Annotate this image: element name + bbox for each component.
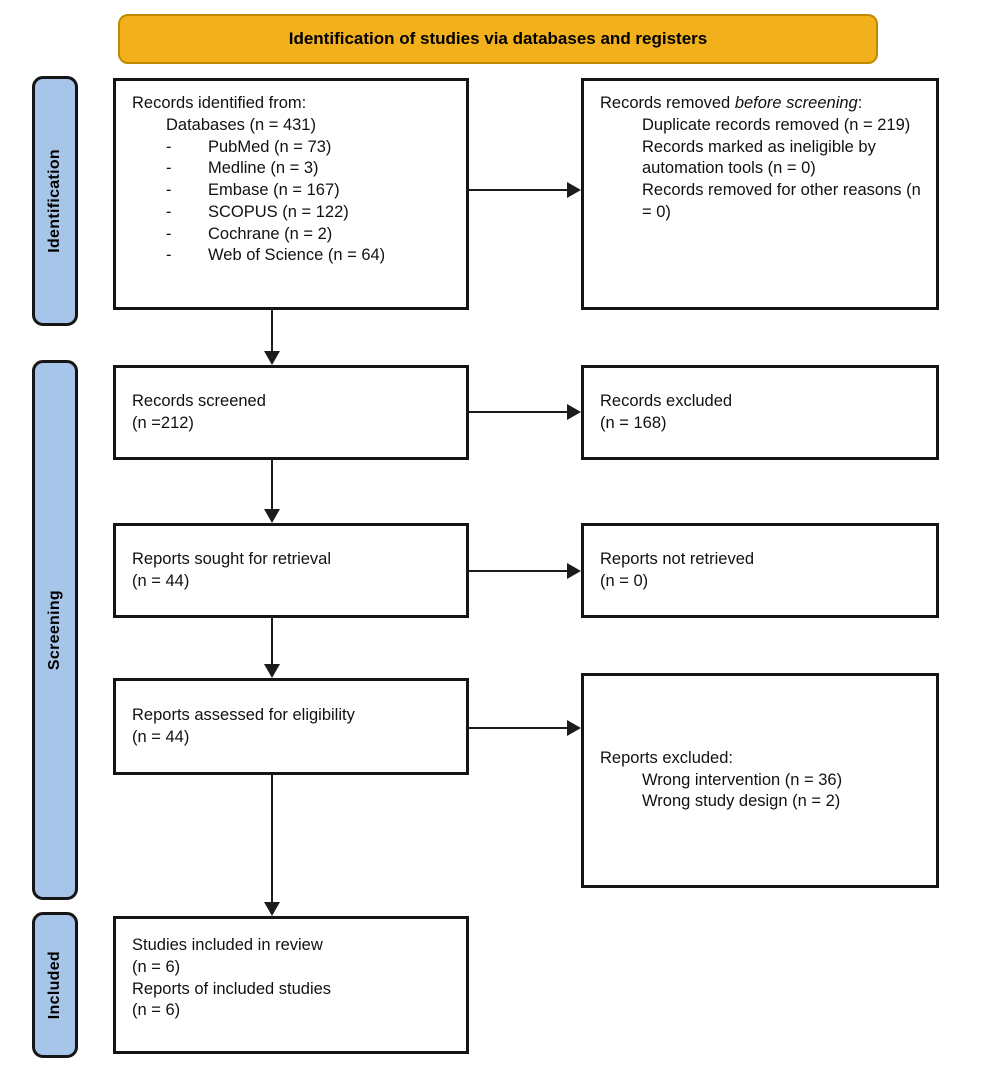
records-removed-title-suffix: : xyxy=(857,94,863,112)
db-embase: Embase (n = 167) xyxy=(208,181,340,200)
records-identified-title: Records identified from: xyxy=(132,94,307,112)
box-records-identified: Records identified from: Databases (n = … xyxy=(113,78,469,310)
reports-assessed-line2: (n = 44) xyxy=(132,727,190,746)
db-pubmed: PubMed (n = 73) xyxy=(208,137,332,156)
box-reports-sought: Reports sought for retrieval (n = 44) xyxy=(113,523,469,618)
reports-assessed-line1: Reports assessed for eligibility xyxy=(132,705,355,724)
db-cochrane: Cochrane (n = 2) xyxy=(208,224,333,243)
reports-not-retrieved-line1: Reports not retrieved xyxy=(600,549,755,568)
records-excluded-line1: Records excluded xyxy=(600,391,733,410)
box-studies-included: Studies included in review (n = 6) Repor… xyxy=(113,916,469,1054)
reports-sought-line2: (n = 44) xyxy=(132,571,190,590)
removed-automation: Records marked as ineligible by automati… xyxy=(642,137,876,178)
list-item: - Embase (n = 167) xyxy=(166,180,456,202)
arrow-identified-to-removed xyxy=(469,182,581,198)
records-screened-line2: (n =212) xyxy=(132,413,194,432)
banner-identification-via-databases: Identification of studies via databases … xyxy=(118,14,878,64)
dash-bullet: - xyxy=(166,202,172,221)
box-records-excluded: Records excluded (n = 168) xyxy=(581,365,939,460)
removed-other: Records removed for other reasons (n = 0… xyxy=(642,181,921,221)
box-records-removed-before-screening: Records removed before screening: Duplic… xyxy=(581,78,939,310)
included-line3: Reports of included studies xyxy=(132,979,332,998)
list-item: - SCOPUS (n = 122) xyxy=(166,202,456,224)
records-excluded-line2: (n = 168) xyxy=(600,413,667,432)
dash-bullet: - xyxy=(166,137,172,156)
arrow-sought-to-assessed xyxy=(264,618,280,678)
removed-duplicates: Duplicate records removed (n = 219) xyxy=(642,115,911,134)
box-reports-excluded: Reports excluded: Wrong intervention (n … xyxy=(581,673,939,888)
included-line1: Studies included in review xyxy=(132,936,323,954)
arrow-identified-to-screened xyxy=(264,310,280,365)
box-reports-not-retrieved: Reports not retrieved (n = 0) xyxy=(581,523,939,618)
records-screened-line1: Records screened xyxy=(132,391,266,410)
arrow-screened-to-excluded xyxy=(469,404,581,420)
included-line2: (n = 6) xyxy=(132,957,181,976)
arrow-sought-to-not-retrieved xyxy=(469,563,581,579)
records-removed-title-italic: before screening xyxy=(734,94,858,112)
box-reports-assessed: Reports assessed for eligibility (n = 44… xyxy=(113,678,469,775)
stage-identification: Identification xyxy=(32,76,78,326)
db-web-of-science: Web of Science (n = 64) xyxy=(208,246,386,265)
dash-bullet: - xyxy=(166,181,172,200)
stage-included-label: Included xyxy=(46,950,63,1020)
stage-screening-label: Screening xyxy=(46,589,63,671)
stage-included: Included xyxy=(32,912,78,1058)
records-identified-databases: Databases (n = 431) xyxy=(166,115,316,134)
included-line4: (n = 6) xyxy=(132,1001,181,1020)
db-medline: Medline (n = 3) xyxy=(208,159,319,178)
box-records-screened: Records screened (n =212) xyxy=(113,365,469,460)
reports-excluded-title: Reports excluded: xyxy=(600,748,733,767)
list-item: - Cochrane (n = 2) xyxy=(166,224,456,246)
arrow-assessed-to-reports-excluded xyxy=(469,720,581,736)
banner-label: Identification of studies via databases … xyxy=(288,29,708,48)
list-item: - PubMed (n = 73) xyxy=(166,137,456,159)
reports-sought-line1: Reports sought for retrieval xyxy=(132,549,332,568)
stage-identification-label: Identification xyxy=(46,149,63,253)
arrow-screened-to-sought xyxy=(264,460,280,523)
arrow-assessed-to-included xyxy=(264,775,280,916)
reports-not-retrieved-line2: (n = 0) xyxy=(600,571,649,590)
dash-bullet: - xyxy=(166,224,172,243)
dash-bullet: - xyxy=(166,159,172,178)
stage-screening: Screening xyxy=(32,360,78,900)
excluded-wrong-study-design: Wrong study design (n = 2) xyxy=(642,792,841,811)
records-removed-title: Records removed before screening: xyxy=(600,93,926,115)
db-scopus: SCOPUS (n = 122) xyxy=(208,202,349,221)
list-item: - Web of Science (n = 64) xyxy=(166,245,456,267)
list-item: - Medline (n = 3) xyxy=(166,158,456,180)
excluded-wrong-intervention: Wrong intervention (n = 36) xyxy=(642,770,843,789)
records-removed-title-prefix: Records removed xyxy=(600,94,735,112)
dash-bullet: - xyxy=(166,246,172,265)
